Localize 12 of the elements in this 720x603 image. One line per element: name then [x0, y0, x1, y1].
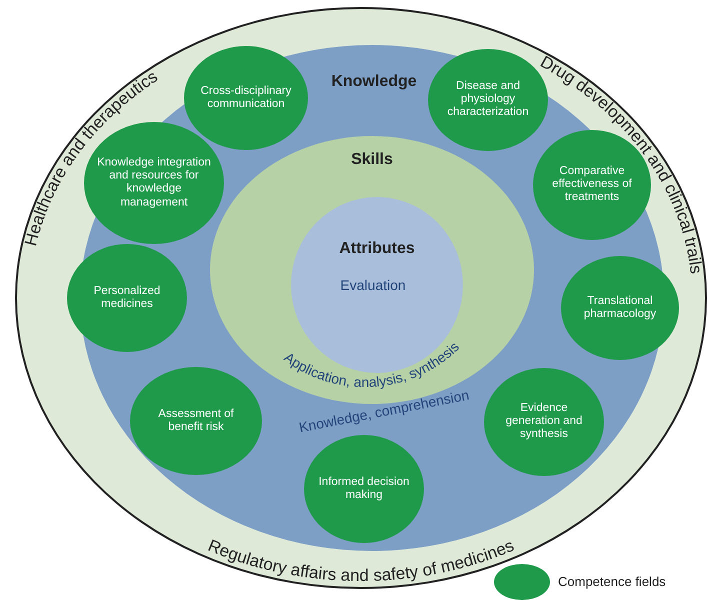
- field-label: Informed decision making: [318, 476, 410, 502]
- field-label: Assessment of benefit risk: [157, 408, 235, 434]
- field-label: Disease and physiology characterization: [446, 80, 530, 120]
- field-label: Cross-disciplinary communication: [200, 84, 292, 112]
- field-label: Translational pharmacology: [582, 294, 658, 322]
- level-heading: Skills: [350, 150, 394, 170]
- level-heading: Knowledge: [330, 72, 418, 92]
- legend-label: Competence fields: [558, 574, 666, 589]
- level-heading: Attributes: [338, 240, 416, 258]
- field-label: Personalized medicines: [92, 284, 162, 312]
- level-description: Evaluation: [339, 276, 407, 294]
- field-label: Evidence generation and synthesis: [504, 402, 584, 442]
